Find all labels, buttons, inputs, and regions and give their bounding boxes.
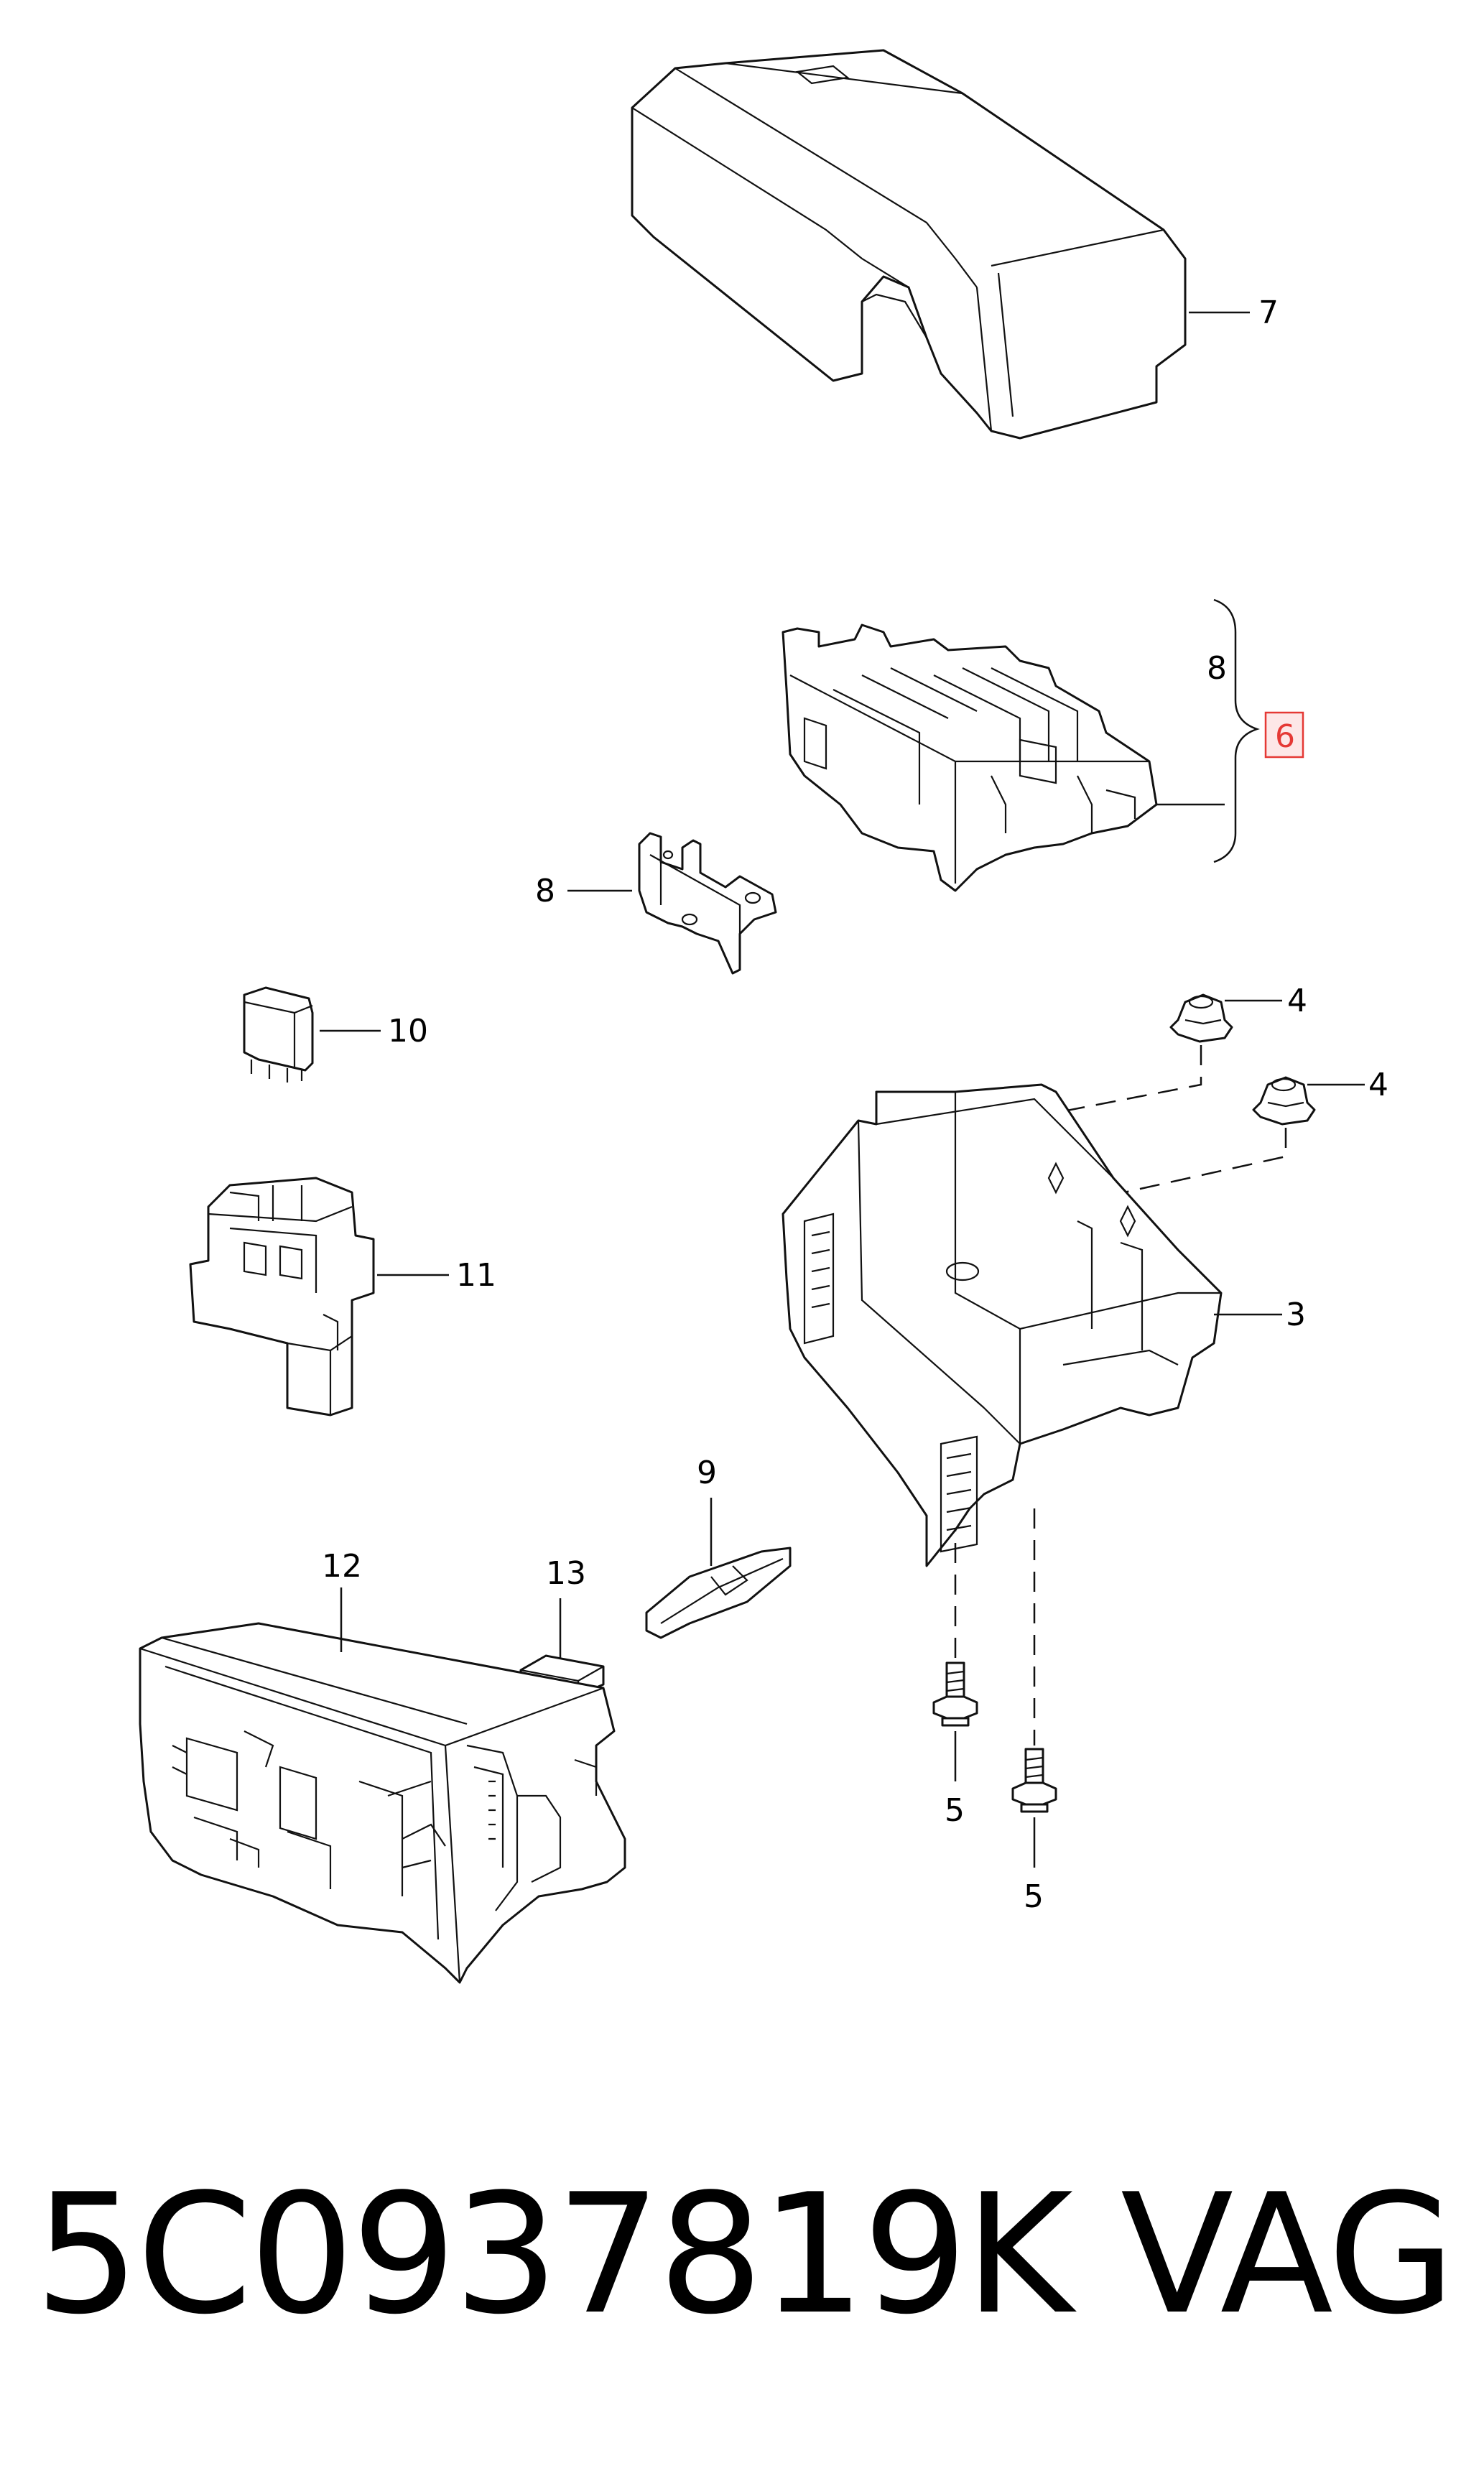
part-number: 5C0937819K [34,2159,1073,2351]
part-3-fuse-box-housing[interactable] [782,1083,1223,1567]
callout-6: 6 [1275,718,1295,755]
callout-5b: 5 [1024,1878,1044,1915]
callout-8: 8 [535,873,555,909]
part-12-relay-carrier[interactable] [139,1622,626,1984]
part-8-bracket[interactable] [638,832,777,975]
callout-13: 13 [546,1555,586,1592]
callout-12: 12 [322,1548,362,1585]
callout-10: 10 [388,1013,428,1049]
footer: 5C0937819K VAG [0,2148,1484,2363]
highlight-box-6 [1264,711,1304,759]
part-5-screw-b[interactable] [1011,1748,1057,1813]
part-9-fuse-puller[interactable] [645,1547,792,1639]
callout-4b: 4 [1368,1067,1388,1103]
part-7-cover[interactable] [631,49,1187,440]
callout-7: 7 [1258,295,1279,331]
callout-11: 11 [456,1257,496,1294]
callout-9: 9 [697,1455,717,1491]
part-4-nut-b[interactable] [1252,1076,1316,1126]
part-10-relay[interactable] [243,986,314,1082]
part-4-nut-a[interactable] [1169,993,1233,1043]
part-6-fuse-holder[interactable] [782,623,1158,892]
part-5-screw-a[interactable] [932,1661,978,1727]
callout-4a: 4 [1287,983,1307,1019]
callout-5a: 5 [945,1792,965,1829]
callout-3: 3 [1286,1297,1306,1333]
part-11-connector[interactable] [189,1177,375,1417]
callout-8-bracket: 8 [1207,650,1227,687]
brand-name: VAG [1121,2159,1455,2351]
